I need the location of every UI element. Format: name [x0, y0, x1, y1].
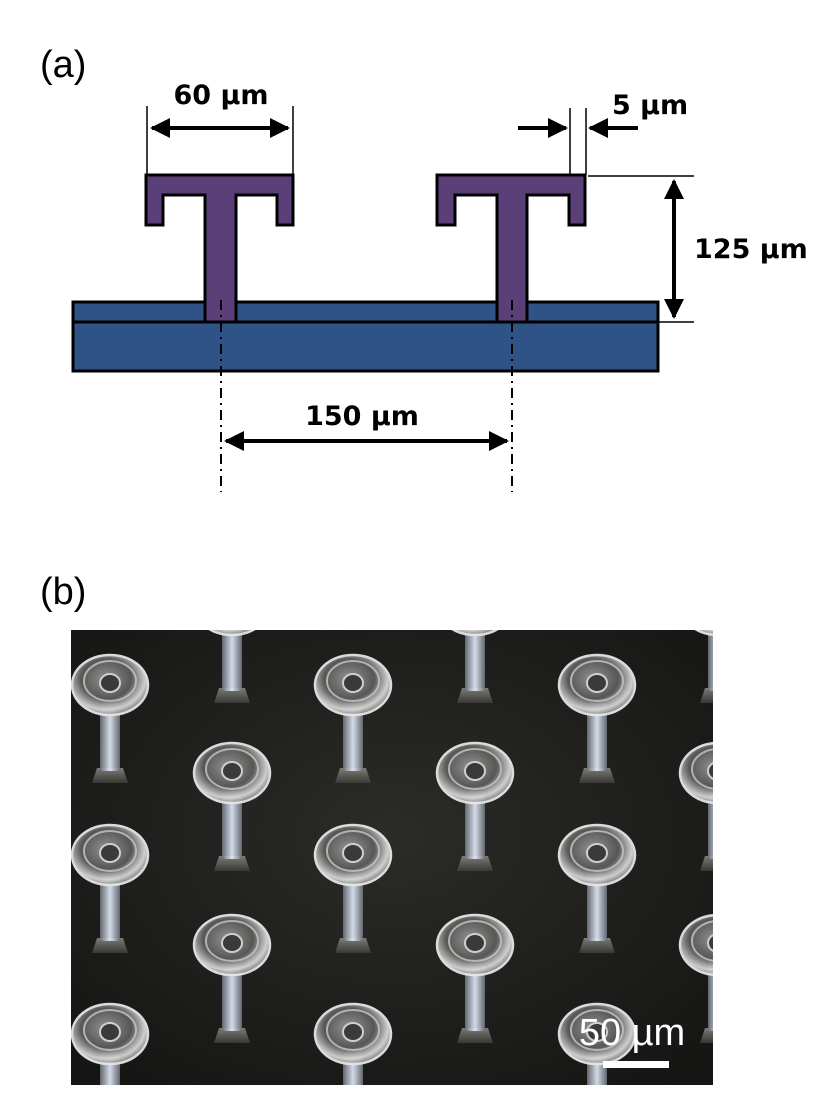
- schematic: 60 µm 5 µm 125 µm 150 µm: [71, 80, 808, 492]
- t-pillar-right: [435, 173, 587, 324]
- micro-pillar: [71, 823, 150, 953]
- micro-pillar: [208, 630, 256, 703]
- cap-width-label: 60 µm: [174, 80, 269, 111]
- panel-a-label: (a): [40, 44, 86, 86]
- micro-pillar: [557, 653, 637, 783]
- scale-bar: [603, 1061, 669, 1068]
- micrograph: [71, 630, 713, 1085]
- micro-pillar: [451, 630, 499, 703]
- micro-pillar: [435, 913, 515, 1043]
- height-label: 125 µm: [694, 234, 808, 265]
- micro-pillar: [557, 823, 637, 953]
- substrate-base: [71, 320, 660, 373]
- micro-pillar: [313, 1002, 393, 1085]
- pitch-label: 150 µm: [305, 401, 419, 432]
- t-pillar-left: [144, 173, 295, 324]
- micro-pillar: [313, 653, 393, 783]
- micro-pillar: [71, 1002, 150, 1085]
- micro-pillar: [71, 653, 150, 783]
- micro-pillar: [678, 742, 713, 871]
- substrate-layer: [71, 300, 660, 324]
- micro-pillar: [678, 914, 713, 1043]
- lip-width-label: 5 µm: [612, 90, 688, 121]
- micro-pillar: [694, 630, 713, 703]
- scale-bar-label: 50 µm: [579, 1012, 685, 1054]
- micro-pillar: [435, 741, 515, 871]
- micro-pillar: [557, 1002, 637, 1085]
- pillar-array: [71, 630, 713, 1085]
- micro-pillar: [192, 913, 272, 1043]
- micro-pillar: [192, 741, 272, 871]
- micro-pillar: [313, 823, 393, 953]
- panel-b-label: (b): [40, 571, 86, 613]
